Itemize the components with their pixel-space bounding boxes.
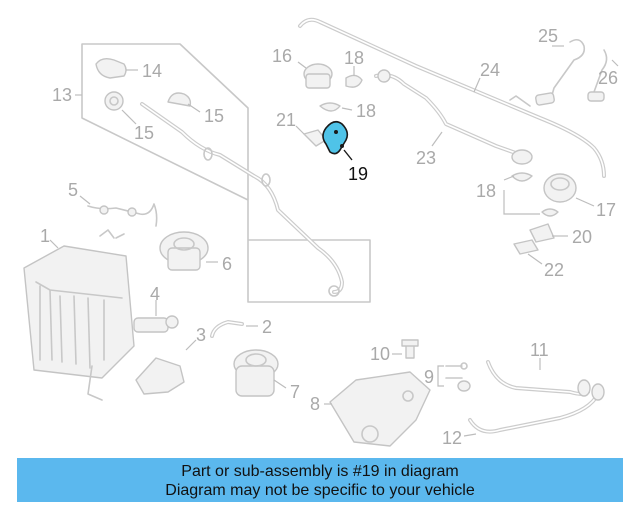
callout-24: 24 — [480, 60, 500, 80]
part-24-line — [298, 17, 606, 178]
part-22-bracket — [513, 239, 543, 265]
part-5-harness — [79, 195, 158, 227]
info-banner: Part or sub-assembly is #19 in diagram D… — [17, 458, 623, 502]
callout-1: 1 — [40, 226, 50, 246]
part-25-sensor — [535, 38, 586, 106]
callout-18c: 18 — [476, 181, 496, 201]
callout-21: 21 — [276, 110, 296, 130]
banner-line-disclaimer: Diagram may not be specific to your vehi… — [165, 482, 475, 499]
part-23-pipe — [374, 69, 533, 165]
part-17-valve — [543, 173, 595, 207]
callout-4: 4 — [150, 284, 160, 304]
part-16-valve — [297, 61, 333, 89]
callout-11: 11 — [530, 340, 549, 360]
callout-20: 20 — [572, 227, 592, 247]
callout-22: 22 — [544, 260, 564, 280]
callout-7: 7 — [290, 382, 300, 402]
callout-16: 16 — [272, 46, 292, 66]
part-4-valve — [133, 300, 179, 333]
part-15-clamp-left — [104, 91, 137, 125]
part-21-bracket — [295, 125, 327, 147]
part-hose-in-box — [140, 102, 344, 297]
part-18-gaskets-right — [503, 172, 559, 217]
callout-12: 12 — [442, 428, 462, 448]
part-26-sensor — [587, 49, 619, 102]
callout-15a: 15 — [134, 123, 154, 143]
part-10-stud — [392, 339, 419, 359]
part-11-hose — [486, 358, 591, 397]
callout-14: 14 — [142, 61, 162, 81]
callout-10: 10 — [370, 344, 390, 364]
callout-23: 23 — [416, 148, 436, 168]
callout-13: 13 — [52, 85, 72, 105]
callout-18a: 18 — [344, 48, 364, 68]
callout-3: 3 — [196, 325, 206, 345]
callout-2: 2 — [262, 317, 272, 337]
part-1-canister — [23, 229, 135, 401]
part-14-hose-elbow — [95, 57, 138, 79]
part-15-clamp-right — [167, 92, 201, 113]
part-7-air-pump — [233, 349, 287, 397]
callout-17: 17 — [596, 200, 616, 220]
part-20-bracket — [529, 223, 568, 243]
callout-15b: 15 — [204, 106, 224, 126]
banner-line-part-number: Part or sub-assembly is #19 in diagram — [181, 463, 459, 480]
part-18-gasket-mid — [319, 102, 353, 112]
part-2-hose — [210, 320, 258, 338]
callout-5: 5 — [68, 180, 78, 200]
part-8-heat-shield — [324, 371, 431, 447]
part-19-highlighted — [322, 120, 353, 161]
part-6-pump — [159, 231, 218, 271]
callout-19: 19 — [348, 164, 368, 184]
part-3-bracket — [135, 339, 197, 395]
part-12-hose — [463, 383, 605, 437]
callout-25: 25 — [538, 26, 558, 46]
callout-26: 26 — [598, 68, 618, 88]
part-18-gasket-top — [345, 66, 363, 88]
callout-9: 9 — [424, 367, 434, 387]
callout-18b: 18 — [356, 101, 376, 121]
part-9-fasteners — [437, 362, 471, 392]
callout-6: 6 — [222, 254, 232, 274]
callout-8: 8 — [310, 394, 320, 414]
